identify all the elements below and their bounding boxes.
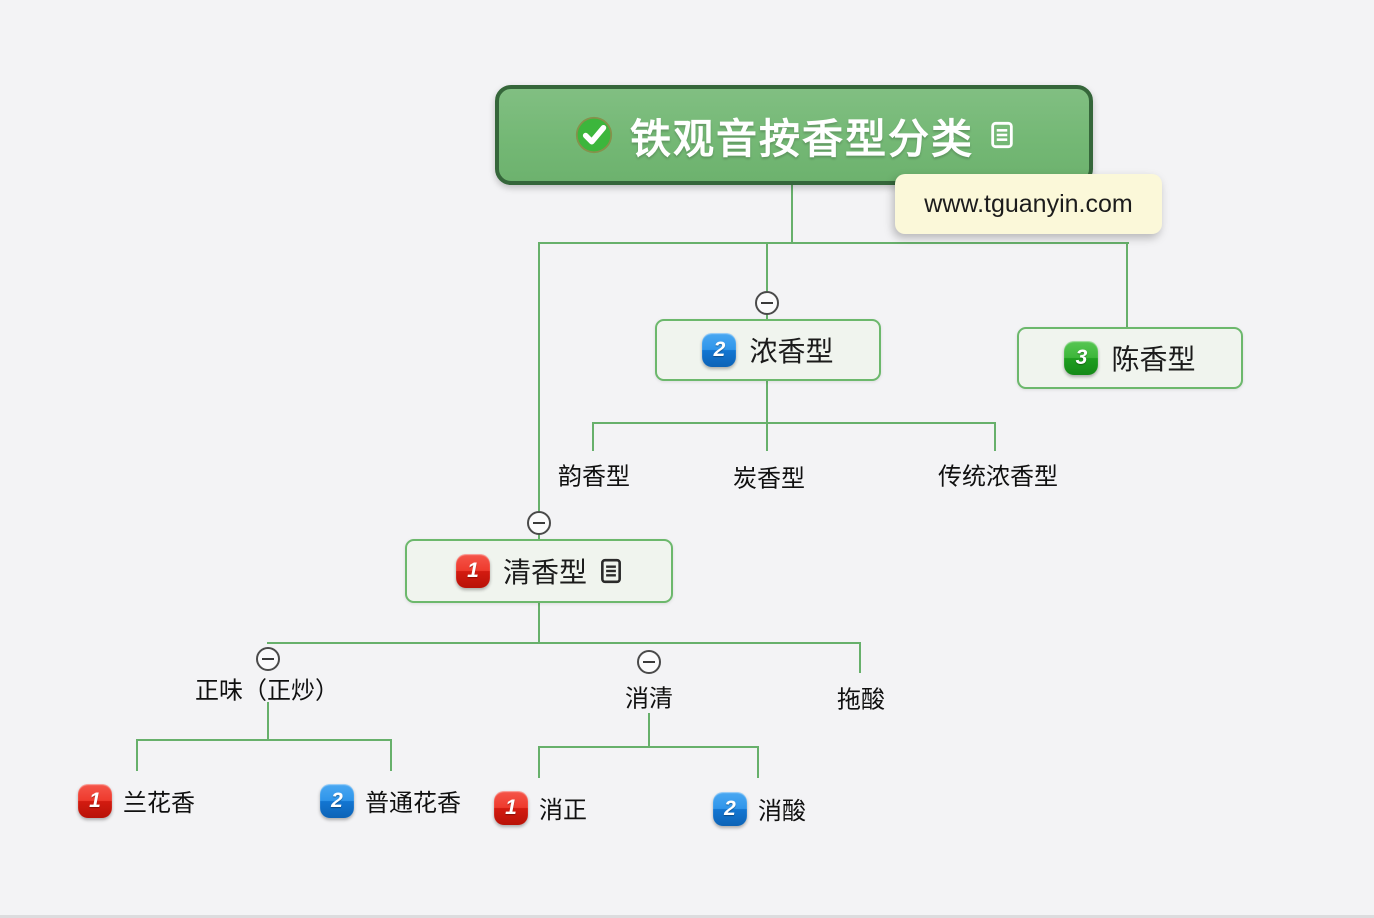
collapse-toggle-zhengwei[interactable] xyxy=(256,647,280,671)
topic-tanxiang[interactable]: 炭香型 xyxy=(733,465,805,493)
connector xyxy=(390,740,392,771)
topic-zhengwei[interactable]: 正味（正炒） xyxy=(195,677,339,705)
topic-xiaozheng[interactable]: 1 消正 xyxy=(494,790,587,825)
connector xyxy=(791,185,793,243)
topic-putonghuaxiang[interactable]: 2 普通花香 xyxy=(320,783,461,818)
root-topic[interactable]: 铁观音按香型分类 xyxy=(495,85,1093,185)
topic-label: 陈香型 xyxy=(1111,344,1196,375)
connector xyxy=(136,740,138,771)
connector xyxy=(538,746,759,748)
connector xyxy=(859,644,861,673)
topic-label: 消酸 xyxy=(758,798,806,825)
topic-chenxiang[interactable]: 3 陈香型 xyxy=(1017,327,1243,389)
connector xyxy=(267,702,269,741)
topic-qingxiang[interactable]: 1 清香型 xyxy=(405,539,673,603)
connector xyxy=(267,642,861,644)
connector xyxy=(766,314,768,320)
connector xyxy=(766,423,768,451)
connector xyxy=(538,243,540,511)
connector xyxy=(766,243,768,291)
connector xyxy=(592,422,996,424)
connector xyxy=(648,713,650,748)
connector xyxy=(994,423,996,451)
root-topic-label: 铁观音按香型分类 xyxy=(630,116,974,162)
topic-label: 消正 xyxy=(539,797,587,824)
topic-yunxiang[interactable]: 韵香型 xyxy=(558,463,630,491)
collapse-toggle-nongxiang[interactable] xyxy=(755,291,779,315)
connector xyxy=(757,747,759,778)
connector xyxy=(136,739,392,741)
check-circle-icon xyxy=(575,116,613,154)
connector xyxy=(766,381,768,423)
topic-label: 普通花香 xyxy=(365,790,461,817)
canvas-bottom-edge xyxy=(0,915,1374,918)
priority-badge: 1 xyxy=(494,790,528,825)
connector xyxy=(592,423,594,451)
topic-xiaoqing[interactable]: 消清 xyxy=(625,685,673,713)
topic-label: 兰花香 xyxy=(123,790,195,817)
connector xyxy=(1126,243,1128,328)
connector xyxy=(538,603,540,644)
topic-xiaosuan[interactable]: 2 消酸 xyxy=(713,791,806,826)
connector xyxy=(538,747,540,778)
notes-icon[interactable] xyxy=(990,121,1014,149)
topic-chuantong-nongxiang[interactable]: 传统浓香型 xyxy=(938,463,1058,491)
topic-nongxiang[interactable]: 2 浓香型 xyxy=(655,319,881,381)
priority-badge: 1 xyxy=(455,554,490,588)
priority-badge: 2 xyxy=(320,783,354,818)
topic-tuosuan[interactable]: 拖酸 xyxy=(837,686,885,714)
priority-badge: 2 xyxy=(713,791,747,826)
collapse-toggle-qingxiang[interactable] xyxy=(527,511,551,535)
connector xyxy=(538,242,1129,244)
topic-label: 浓香型 xyxy=(749,336,834,367)
url-tooltip-text: www.tguanyin.com xyxy=(924,189,1133,218)
notes-icon[interactable] xyxy=(600,558,622,584)
priority-badge: 1 xyxy=(78,783,112,818)
collapse-toggle-xiaoqing[interactable] xyxy=(637,650,661,674)
connector xyxy=(538,534,540,540)
topic-lanhuaxiang[interactable]: 1 兰花香 xyxy=(78,783,195,818)
url-tooltip: www.tguanyin.com xyxy=(895,174,1162,234)
topic-label: 清香型 xyxy=(502,557,587,588)
priority-badge: 3 xyxy=(1064,341,1099,375)
priority-badge: 2 xyxy=(702,333,737,367)
